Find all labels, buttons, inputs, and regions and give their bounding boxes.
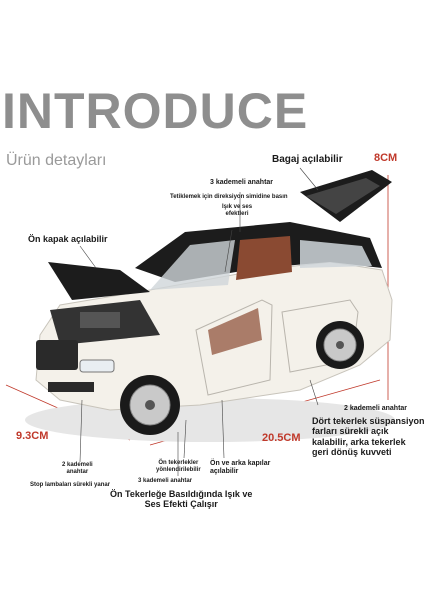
label-doors: Ön ve arka kapılar açılabilir	[210, 460, 271, 476]
length-dimension: 20.5CM	[262, 432, 301, 444]
label-two-level-left: 2 kademeli anahtar	[62, 462, 93, 475]
label-hood: Ön kapak açılabilir	[28, 234, 108, 244]
hood	[48, 262, 150, 300]
label-light-sound: Işık ve ses efektleri	[222, 204, 253, 217]
label-stop-lights: Stop lambaları sürekli yanar	[30, 482, 111, 488]
label-front-wheels: Ön tekerlekler yönlendirilebilir	[156, 460, 201, 473]
label-three-level-bottom: 3 kademeli anahtar	[138, 478, 193, 484]
front-wheel	[120, 375, 180, 435]
label-trunk: Bagaj açılabilir	[272, 154, 343, 165]
rear-wheel	[316, 321, 364, 369]
label-three-level-top: 3 kademeli anahtar	[210, 179, 274, 186]
label-press-front: Ön Tekerleğe Basıldığında Işık ve Ses Ef…	[110, 489, 253, 510]
page-subtitle: Ürün detayları	[6, 152, 107, 169]
leader-lines	[79, 167, 319, 476]
grille	[36, 340, 78, 370]
headlight	[79, 359, 115, 373]
width-dimension: 9.3CM	[16, 430, 49, 442]
windshield	[150, 240, 235, 290]
rear-window	[300, 240, 372, 268]
label-steering: Tetiklemek için direksiyon simidine bası…	[170, 194, 288, 200]
label-two-level-right: 2 kademeli anahtar	[344, 405, 408, 412]
interior-seats	[236, 236, 292, 280]
page-title: INTRODUCE	[2, 83, 309, 139]
label-suspension: Dört tekerlek süspansiyon farları sürekl…	[312, 416, 424, 458]
height-dimension: 8CM	[374, 152, 398, 164]
